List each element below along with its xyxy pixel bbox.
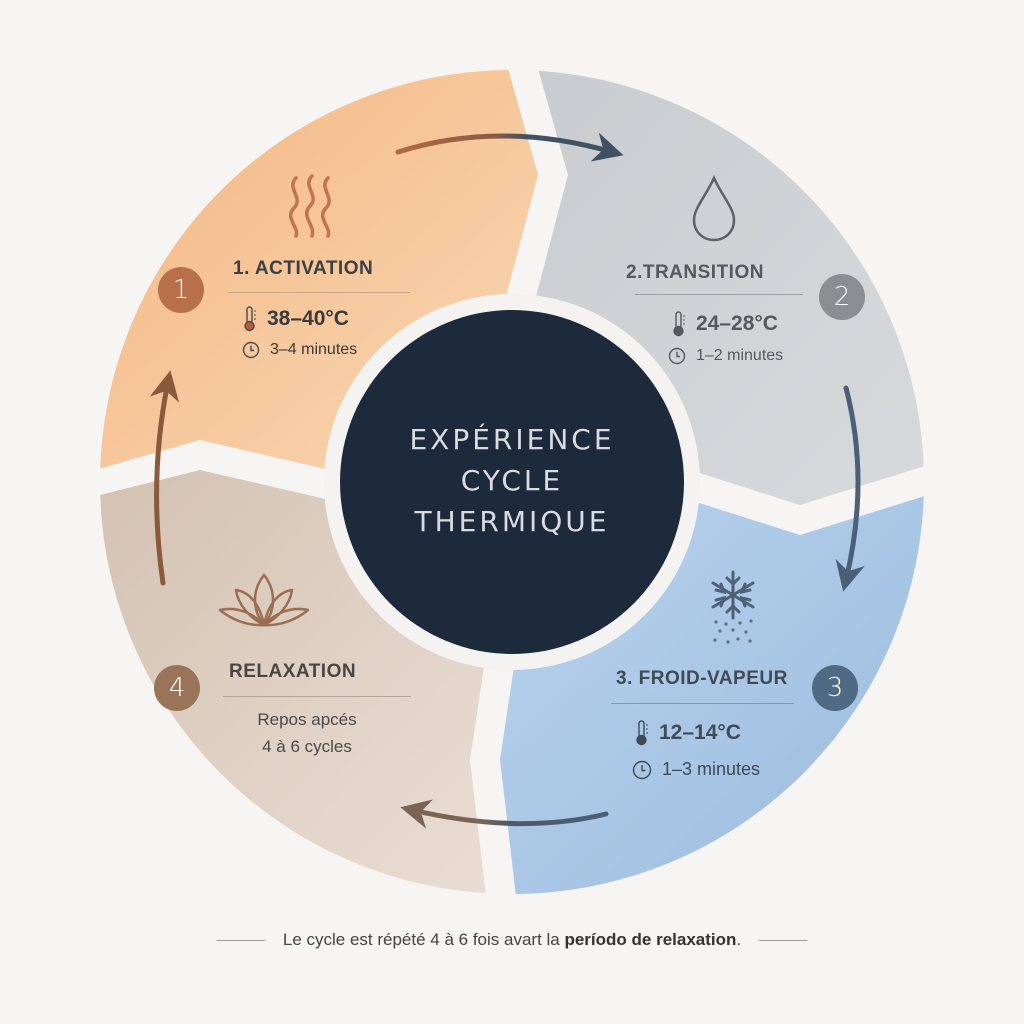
footer-note: Le cycle est répété 4 à 6 fois avart la …	[0, 930, 1024, 950]
step-badge-3: 3	[812, 665, 858, 711]
center-disk	[340, 310, 684, 654]
footer-rule-left	[216, 939, 265, 941]
duration-row: 1–2 minutes	[668, 347, 783, 365]
duration-row: 3–4 minutes	[242, 341, 357, 359]
duration-row: 1–3 minutes	[632, 759, 760, 780]
center-title-line-1: EXPÉRIENCE	[409, 422, 615, 456]
footer-text-before: Le cycle est répété	[282, 930, 431, 949]
step-title-froid-vapeur: 3. FROID-VAPEUR	[616, 668, 788, 689]
arrow-3-to-4	[400, 799, 609, 829]
divider	[223, 696, 411, 697]
relaxation-line-1: Repos apcés	[257, 710, 357, 729]
relaxation-description: Repos apcés 4 à 6 cycles	[232, 706, 382, 760]
relaxation-line-2: 4 à 6 cycles	[262, 737, 352, 756]
divider	[611, 703, 794, 704]
water-drop-icon	[692, 174, 736, 242]
thermometer-icon	[636, 720, 648, 746]
center-title-line-3: THERMIQUE	[414, 504, 610, 538]
step-title-transition: 2.TRANSITION	[626, 262, 764, 283]
arrow-2-to-3	[835, 385, 865, 592]
thermometer-icon	[244, 306, 256, 332]
duration-value: 3–4 minutes	[270, 341, 358, 358]
divider	[635, 294, 803, 295]
duration-value: 1–3 minutes	[662, 759, 761, 779]
arrow-4-to-1	[149, 370, 180, 586]
footer-text-middle: fois avart la	[468, 930, 565, 949]
snowflake-mist-icon	[711, 570, 755, 644]
step-badge-2: 2	[819, 274, 865, 320]
clock-icon	[632, 760, 652, 779]
lotus-icon	[218, 573, 310, 627]
heat-waves-icon	[288, 174, 331, 238]
step-badge-1: 1	[158, 267, 204, 313]
temperature-row: 24–28°C	[672, 311, 778, 337]
footer-rule-right	[759, 939, 808, 941]
center-title: EXPÉRIENCE CYCLE THERMIQUE	[342, 310, 682, 650]
thermometer-icon	[673, 311, 685, 337]
clock-icon	[668, 347, 686, 365]
center-title-line-2: CYCLE	[460, 463, 564, 497]
temperature-row: 38–40°C	[243, 306, 349, 332]
arrow-1-to-2	[395, 132, 624, 162]
footer-bold-tail: período de relaxation	[564, 930, 737, 949]
clock-icon	[242, 341, 260, 359]
temperature-value: 38–40°C	[267, 307, 349, 330]
footer-text: Le cycle est répété 4 à 6 fois avart la …	[283, 930, 741, 950]
step-badge-4: 4	[154, 665, 200, 711]
divider	[228, 292, 410, 293]
duration-value: 1–2 minutes	[696, 347, 784, 364]
step-title-activation: 1. ACTIVATION	[233, 258, 374, 279]
temperature-row: 12–14°C	[635, 720, 741, 746]
footer-period: .	[736, 930, 742, 949]
step-title-relaxation: RELAXATION	[229, 661, 357, 682]
temperature-value: 12–14°C	[659, 721, 741, 744]
footer-count: 4 à 6	[430, 930, 469, 949]
temperature-value: 24–28°C	[696, 312, 778, 335]
